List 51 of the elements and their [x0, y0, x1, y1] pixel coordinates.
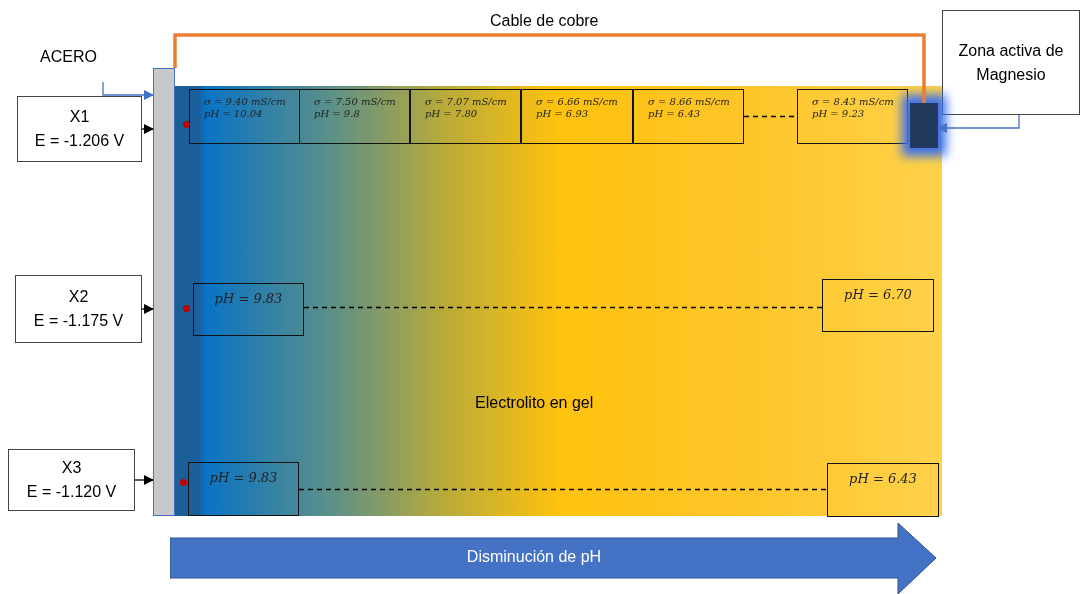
measurement-text: pH = 9.83 — [214, 291, 283, 307]
cable — [173, 33, 926, 103]
callout-text: E = -1.175 V — [33, 311, 124, 331]
callout-text: Zona activa de Magnesio — [957, 40, 1065, 85]
measurement-text: pH = 6.93 — [536, 108, 590, 120]
measurement-box — [822, 279, 934, 332]
measurement-text: σ = 8.43 mS/cm — [812, 96, 895, 108]
arrow-label: Disminución de pH — [465, 548, 603, 566]
callout-box — [942, 10, 1080, 115]
measurement-text: pH = 6.43 — [849, 471, 917, 487]
measurement-box — [827, 463, 939, 517]
callout-box — [8, 449, 135, 511]
measurement-text: σ = 9.40 mS/cm — [204, 96, 287, 108]
arrow — [134, 475, 154, 485]
dashed-line — [303, 306, 823, 309]
callout-box — [17, 96, 142, 162]
magnesium-block — [910, 103, 938, 148]
measurement-box — [299, 89, 410, 144]
leader-line — [102, 81, 154, 100]
measurement-box — [188, 462, 299, 516]
measurement-text: pH = 9.23 — [812, 108, 866, 120]
measurement-text: pH = 10.04 — [204, 108, 264, 120]
steel-plate — [153, 68, 175, 516]
measurement-box — [189, 89, 300, 144]
leader-line — [937, 114, 1020, 133]
measurement-text: σ = 6.66 mS/cm — [536, 96, 619, 108]
measurement-text: σ = 8.66 mS/cm — [648, 96, 731, 108]
measurement-text: pH = 6.43 — [648, 108, 702, 120]
part-label: ACERO — [40, 48, 98, 66]
measurement-text: pH = 9.83 — [209, 470, 278, 486]
region-label: Electrolito en gel — [475, 394, 594, 412]
callout-text: X3 — [61, 458, 82, 478]
measurement-box — [633, 89, 744, 144]
callout-text: E = -1.206 V — [34, 131, 125, 151]
measurement-text: pH = 9.8 — [314, 108, 361, 120]
measurement-box — [410, 89, 521, 144]
measurement-box — [797, 89, 908, 144]
measurement-text: σ = 7.07 mS/cm — [425, 96, 508, 108]
measurement-box — [521, 89, 633, 144]
arrow — [141, 124, 154, 134]
dashed-line — [298, 488, 828, 491]
measurement-text: pH = 6.70 — [844, 287, 912, 303]
arrow — [141, 304, 154, 314]
measurement-text: σ = 7.50 mS/cm — [314, 96, 397, 108]
direction-arrow — [170, 523, 936, 594]
measurement-text: pH = 7.80 — [425, 108, 479, 120]
callout-text: X2 — [68, 287, 89, 307]
measurement-box — [193, 283, 304, 336]
callout-box — [15, 275, 142, 343]
callout-text: X1 — [69, 107, 90, 127]
callout-text: E = -1.120 V — [26, 482, 117, 502]
